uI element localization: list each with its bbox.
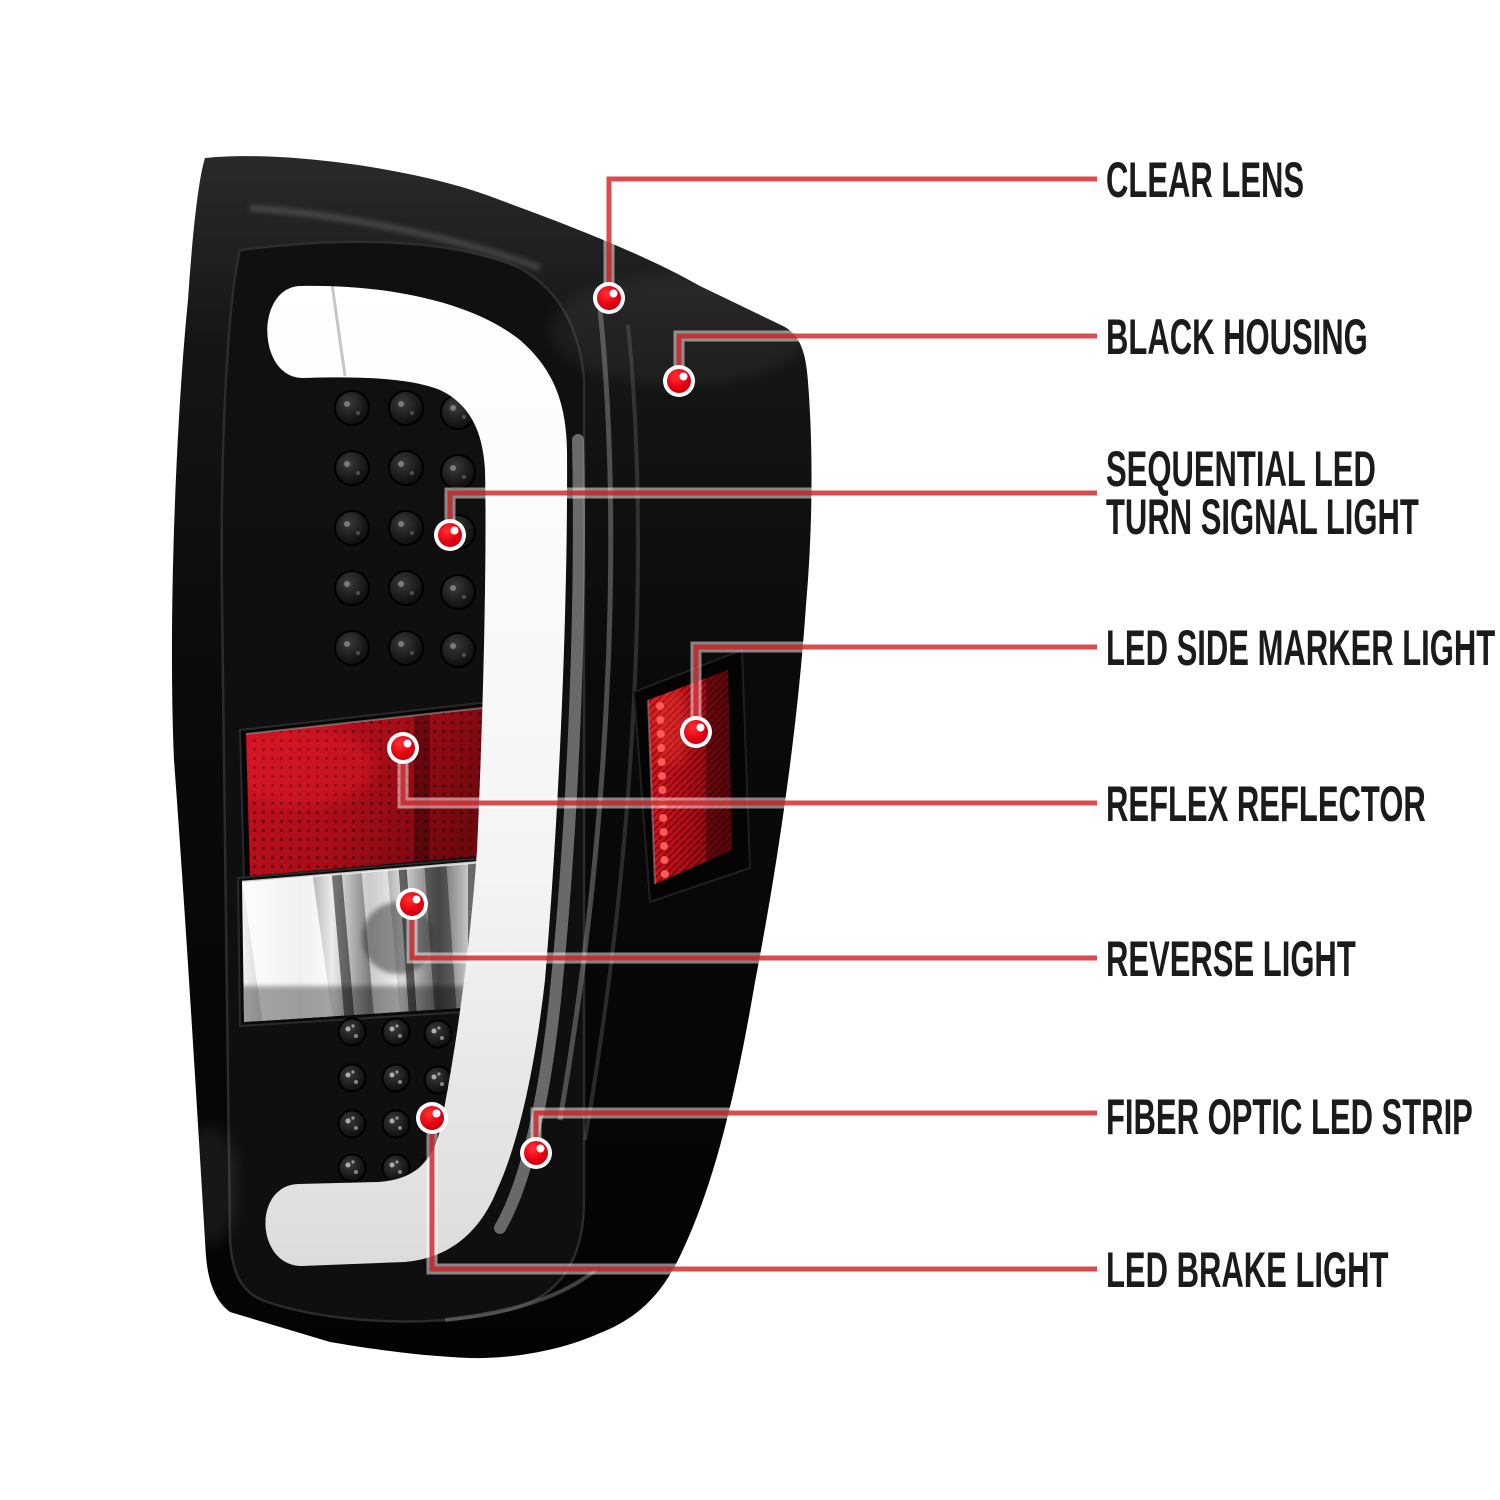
label-fiber-optic-strip: FIBER OPTIC LED STRIP bbox=[1106, 1089, 1473, 1145]
marker-dot-black-housing bbox=[663, 365, 695, 397]
label-reflex-reflector: REFLEX REFLECTOR bbox=[1106, 776, 1426, 832]
label-led-side-marker-text: LED SIDE MARKER LIGHT bbox=[1106, 620, 1496, 676]
label-fiber-optic-strip-text: FIBER OPTIC LED STRIP bbox=[1106, 1089, 1473, 1145]
marker-dot-sequential-led bbox=[434, 519, 466, 551]
marker-dot-led-brake bbox=[416, 1102, 448, 1134]
label-sequential-led: SEQUENTIAL LED TURN SIGNAL LIGHT bbox=[1106, 441, 1419, 545]
marker-dot-reverse-light bbox=[396, 888, 428, 920]
marker-dot-led-side-marker bbox=[680, 716, 712, 748]
label-black-housing: BLACK HOUSING bbox=[1106, 309, 1368, 365]
label-sequential-led-text-line2: TURN SIGNAL LIGHT bbox=[1106, 489, 1419, 545]
marker-dot-reflex-reflector bbox=[387, 732, 419, 764]
marker-dots bbox=[387, 282, 712, 1169]
label-black-housing-text: BLACK HOUSING bbox=[1106, 309, 1368, 365]
led-side-marker bbox=[632, 648, 752, 904]
label-led-brake-light-text: LED BRAKE LIGHT bbox=[1106, 1242, 1389, 1298]
label-led-brake-light: LED BRAKE LIGHT bbox=[1106, 1242, 1389, 1298]
reflex-reflector bbox=[238, 698, 512, 884]
label-reverse-light: REVERSE LIGHT bbox=[1106, 931, 1356, 987]
label-reverse-light-text: REVERSE LIGHT bbox=[1106, 931, 1356, 987]
side-marker-led-dots bbox=[656, 702, 669, 878]
housing-ridge-highlights bbox=[444, 309, 640, 1322]
label-sequential-led-text-line1: SEQUENTIAL LED bbox=[1106, 441, 1376, 497]
callout-line-led-side-marker bbox=[690, 641, 1097, 732]
label-reflex-reflector-text: REFLEX REFLECTOR bbox=[1106, 776, 1426, 832]
marker-dot-fiber-optic bbox=[520, 1137, 552, 1169]
callout-line-led-brake bbox=[426, 1118, 1097, 1275]
light-bar bbox=[265, 283, 568, 1266]
label-clear-lens: CLEAR LENS bbox=[1106, 152, 1305, 208]
callout-line-reverse-light bbox=[406, 904, 1097, 964]
callout-line-reflex-reflector bbox=[397, 748, 1097, 809]
label-led-side-marker: LED SIDE MARKER LIGHT bbox=[1106, 620, 1496, 676]
callout-line-clear-lens bbox=[603, 173, 1097, 298]
marker-dot-clear-lens bbox=[593, 282, 625, 314]
label-clear-lens-text: CLEAR LENS bbox=[1106, 152, 1305, 208]
